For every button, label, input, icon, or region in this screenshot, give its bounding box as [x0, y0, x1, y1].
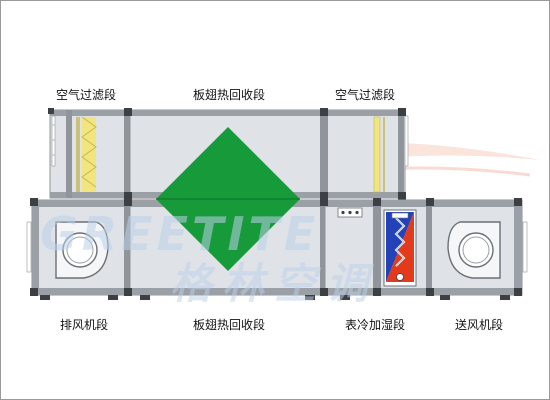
label-top-heat-recovery: 板翅热回收段	[193, 88, 266, 102]
top-filter-right-housing	[324, 109, 406, 199]
label-bottom-heat-recovery: 板翅热回收段	[193, 318, 266, 332]
label-exhaust-fan: 排风机段	[60, 318, 109, 332]
label-top-left-filter: 空气过滤段	[56, 88, 117, 102]
watermark-latin: GREETITE	[40, 207, 319, 261]
fan-icon	[55, 221, 109, 279]
filter-icon	[76, 116, 97, 192]
label-supply-fan: 送风机段	[455, 318, 504, 332]
label-top-right-filter: 空气过滤段	[335, 88, 396, 102]
control-panel-icon	[337, 207, 363, 218]
fan-icon	[447, 221, 501, 279]
watermark-cn: 格林空调	[170, 259, 378, 308]
coil-icon	[383, 209, 417, 287]
label-coil-humidifier: 表冷加湿段	[345, 318, 406, 332]
